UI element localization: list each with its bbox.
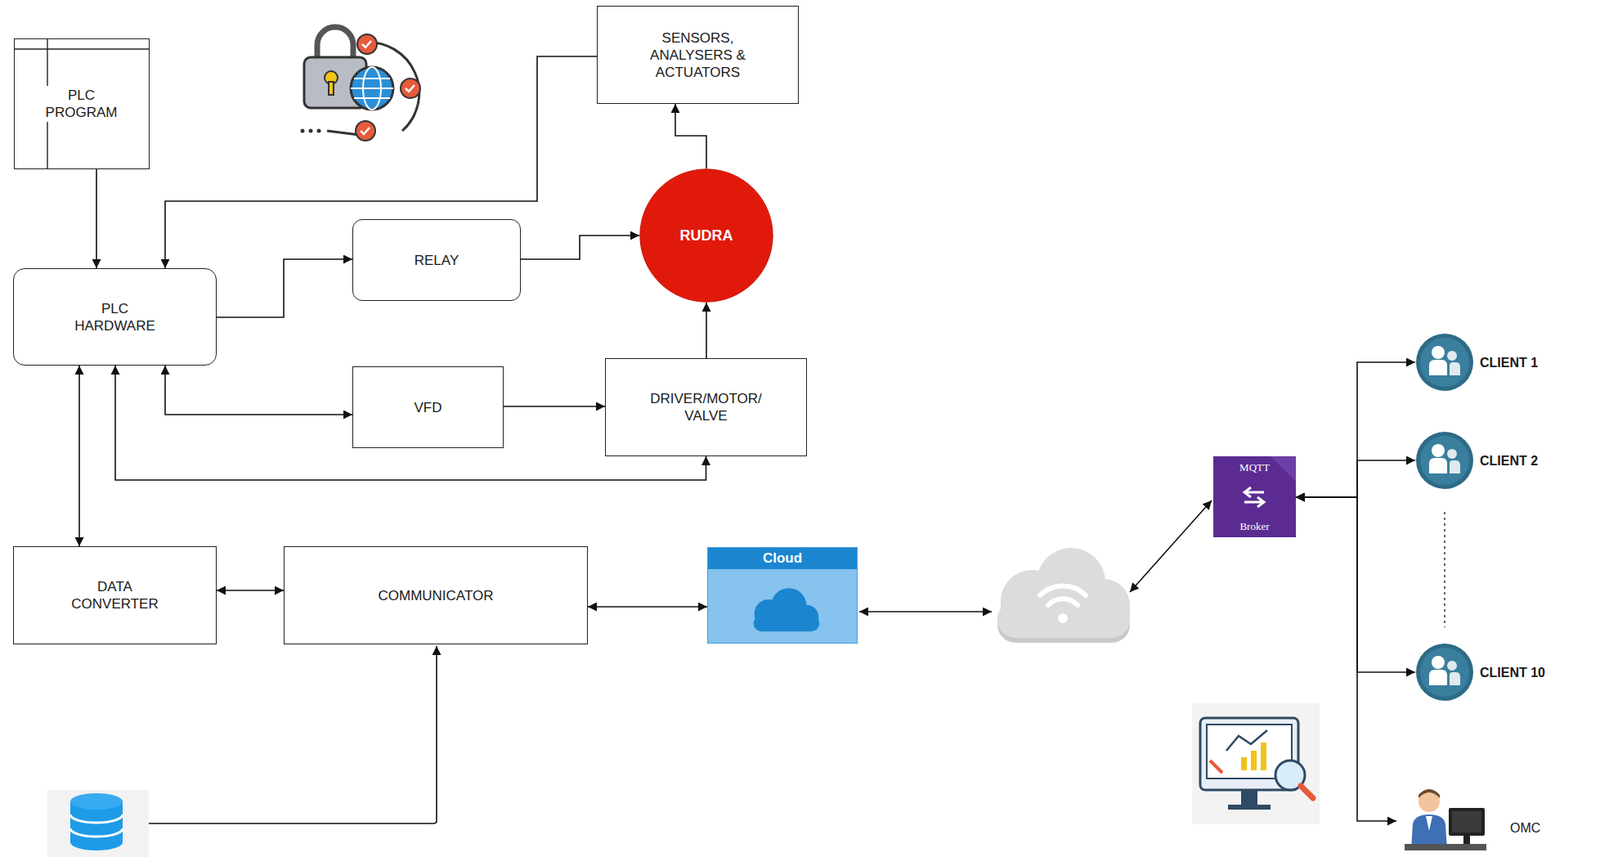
node-label: VFD <box>414 398 443 417</box>
operator-icon: OMC <box>1396 784 1491 857</box>
client-symbol <box>1415 430 1475 490</box>
client-symbol <box>1415 332 1475 392</box>
node-label: CLIENT 1 <box>1479 354 1538 372</box>
node-label: MQTT <box>1239 461 1270 474</box>
node-label: PLC HARDWARE <box>69 300 162 335</box>
node-label: RELAY <box>414 251 460 269</box>
database-icon <box>47 789 149 857</box>
node-label: DATA CONVERTER <box>69 578 162 613</box>
internet-cloud-icon <box>997 547 1130 643</box>
node-label: Cloud <box>708 547 857 570</box>
communicator-box: COMMUNICATOR <box>283 546 588 645</box>
converter-box: DATA CONVERTER <box>13 546 217 645</box>
connector-arrow <box>587 605 708 608</box>
relay-box: RELAY <box>352 219 521 301</box>
connector-arrow <box>1295 497 1416 673</box>
network-link <box>122 500 1212 824</box>
connector-arrow <box>165 365 353 415</box>
connector-arrow <box>675 103 707 169</box>
node-label: CLIENT 10 <box>1479 663 1546 682</box>
node-label: CLIENT 2 <box>1479 452 1538 470</box>
node-label: DRIVER/MOTOR/ VALVE <box>645 389 768 425</box>
client-icon: CLIENT 2 <box>1415 430 1475 490</box>
connector-arrow <box>1295 362 1416 498</box>
connector-arrow <box>520 235 640 260</box>
connector-arrow <box>1295 497 1397 821</box>
node-label: PLC PROGRAM <box>34 85 130 122</box>
connector-arrow <box>95 169 98 269</box>
cloud-box: Cloud <box>707 546 858 644</box>
node-label: OMC <box>1510 819 1541 837</box>
connector-arrow <box>216 259 353 318</box>
node-label: Broker <box>1239 519 1269 533</box>
connector-arrow <box>705 302 708 359</box>
core-circle: RUDRA <box>639 168 774 303</box>
client-icon: CLIENT 1 <box>1415 332 1475 392</box>
security-icon <box>300 26 422 141</box>
connector-arrow <box>1295 460 1416 498</box>
node-label: RUDRA <box>680 227 734 245</box>
connector-arrow <box>503 405 606 408</box>
drive-box: DRIVER/MOTOR/ VALVE <box>605 358 807 457</box>
continuation-dots <box>1443 511 1446 628</box>
node-label: COMMUNICATOR <box>377 587 493 605</box>
client-symbol <box>1415 642 1475 702</box>
vfd-box: VFD <box>352 366 504 449</box>
hardware-box: PLC HARDWARE <box>13 268 217 366</box>
program-box: PLC PROGRAM <box>13 38 150 170</box>
connector-arrow <box>78 365 81 547</box>
broker-box: MQTT Broker <box>1213 456 1296 538</box>
analytics-monitor-icon <box>1192 703 1320 825</box>
operator-symbol <box>1396 784 1491 857</box>
connector-arrow <box>216 589 284 592</box>
node-label: SENSORS, ANALYSERS & ACTUATORS <box>648 29 749 81</box>
field-device-box: SENSORS, ANALYSERS & ACTUATORS <box>596 5 799 104</box>
client-icon: CLIENT 10 <box>1415 642 1475 702</box>
